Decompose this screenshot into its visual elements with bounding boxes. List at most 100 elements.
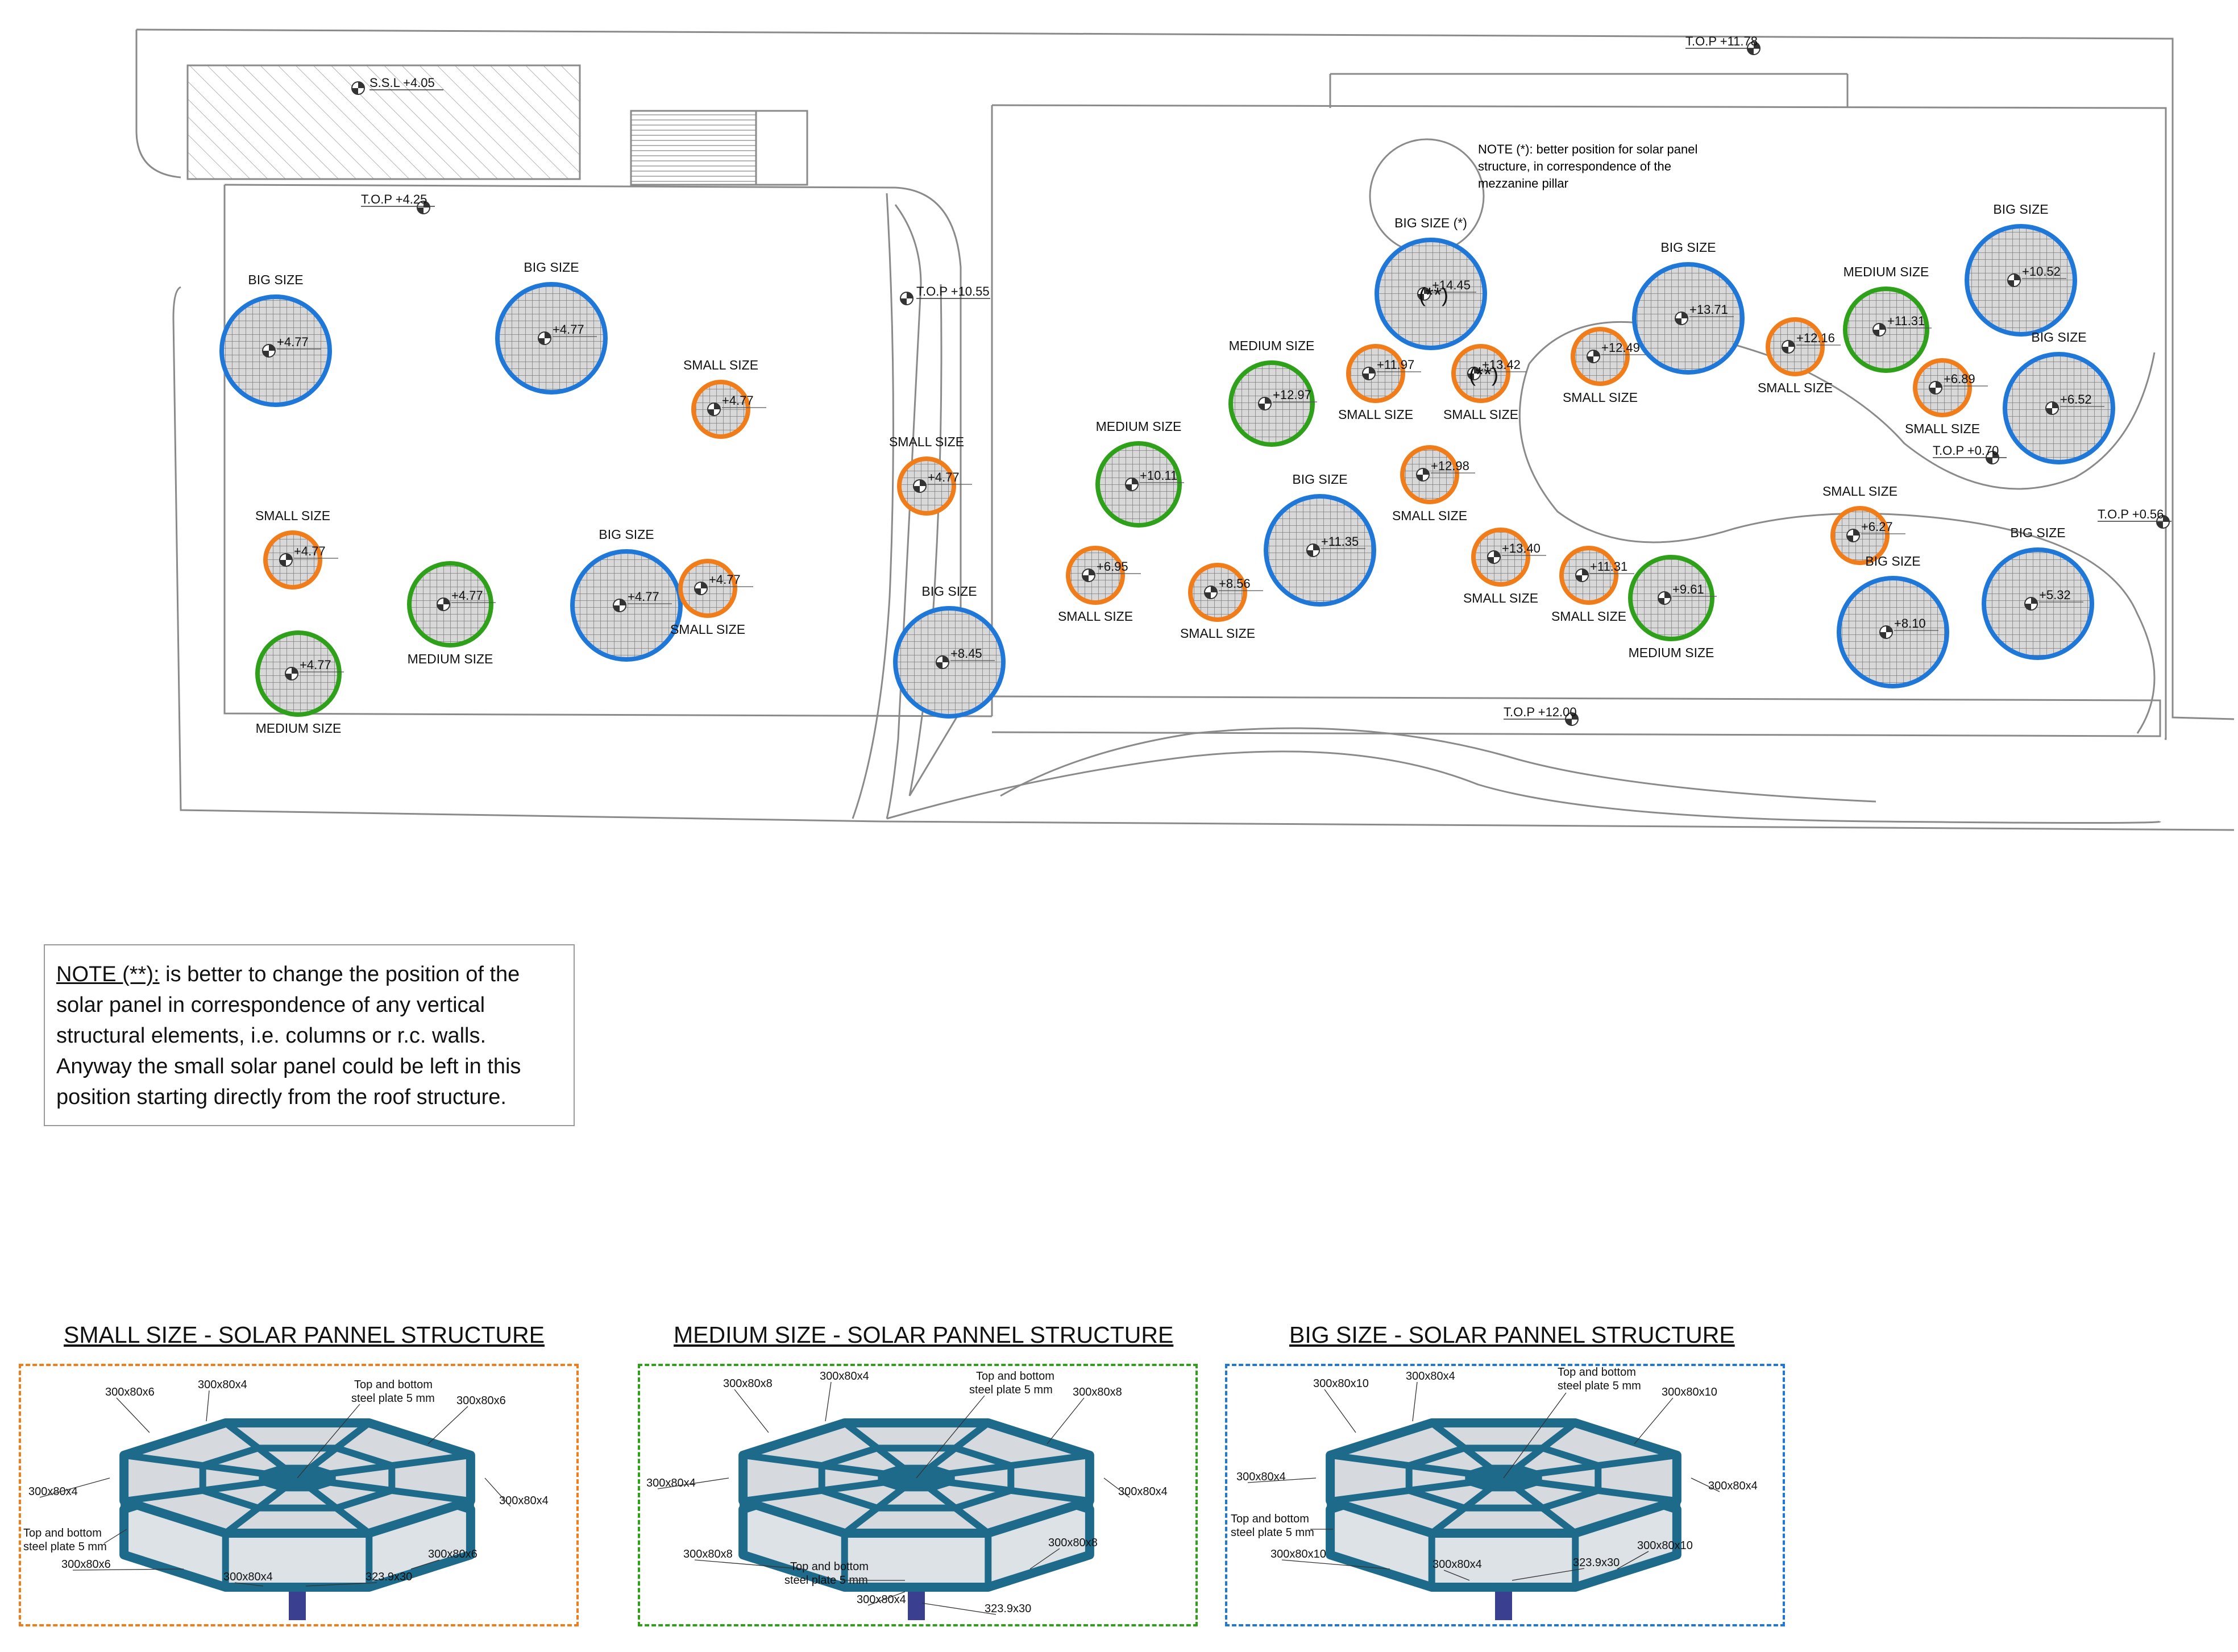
panel-elevation: +5.32 — [2039, 588, 2071, 602]
panel-elevation: +4.77 — [722, 393, 754, 408]
panel-size-label: SMALL SIZE — [1822, 484, 1897, 499]
panel-size-label: BIG SIZE — [1292, 472, 1347, 487]
panel-elevation: +13.71 — [1689, 302, 1728, 317]
panel-center-marker — [1575, 568, 1589, 582]
member-label: 323.9x30 — [985, 1603, 1031, 1615]
big-structure-frame — [1225, 1364, 1785, 1626]
member-label: steel plate 5 mm — [23, 1541, 107, 1553]
panel-elevation: +8.10 — [1894, 616, 1926, 630]
member-label: 323.9x30 — [366, 1571, 412, 1583]
panel-elevation: +9.61 — [1672, 582, 1704, 596]
member-label: 300x80x10 — [1270, 1548, 1326, 1560]
panel-elevation: +12.98 — [1431, 459, 1469, 473]
panel-size-label: BIG SIZE — [921, 584, 977, 599]
panel-size-label: MEDIUM SIZE — [256, 721, 342, 736]
member-label: 300x80x4 — [1708, 1480, 1758, 1492]
panel-elevation: +12.49 — [1601, 341, 1640, 355]
member-label: 300x80x6 — [61, 1558, 111, 1571]
panel-elevation: +11.97 — [1377, 358, 1414, 372]
solar-structure-2: 300x80x10 300x80x4 Top and bottom steel pla… — [1231, 1366, 1758, 1620]
panel-center-marker — [913, 479, 927, 493]
member-label: steel plate 5 mm — [784, 1574, 868, 1587]
panel-center-marker — [1587, 350, 1600, 363]
panel-center-marker — [2024, 597, 2038, 611]
hatched-terrace — [186, 64, 581, 180]
member-label: steel plate 5 mm — [1231, 1526, 1314, 1539]
panel-center-marker — [1204, 586, 1218, 599]
panel-center-marker — [1846, 529, 1860, 542]
panel-elevation: +4.77 — [294, 544, 326, 558]
level-marker-top_1200 — [1565, 712, 1579, 726]
panel-size-label: BIG SIZE — [1660, 240, 1716, 255]
member-label: 300x80x6 — [105, 1386, 155, 1398]
member-label: 300x80x4 — [499, 1495, 549, 1507]
panel-elevation: +4.77 — [928, 470, 960, 484]
member-label: steel plate 5 mm — [969, 1384, 1053, 1396]
panel-size-label: SMALL SIZE — [1338, 407, 1413, 422]
member-label: 300x80x4 — [1406, 1370, 1455, 1383]
panel-elevation: +4.77 — [277, 335, 309, 349]
member-label: 300x80x8 — [723, 1377, 773, 1390]
panel-center-marker — [1467, 367, 1481, 380]
panel-center-marker — [613, 599, 626, 612]
note-double-star-line-2: solar panel in correspondence of any ver… — [56, 993, 485, 1017]
panel-elevation: +4.77 — [709, 572, 741, 587]
big-structure-title: BIG SIZE - SOLAR PANNEL STRUCTURE — [1289, 1322, 1735, 1348]
panel-center-marker — [1416, 468, 1430, 482]
solar-panel-big: +13.71 BIG SIZE — [1632, 240, 1745, 375]
panel-size-label: MEDIUM SIZE — [1629, 645, 1714, 660]
panel-elevation: +4.77 — [553, 322, 584, 337]
panel-size-label: BIG SIZE — [1865, 554, 1920, 568]
member-label: 300x80x6 — [428, 1548, 478, 1560]
panel-center-marker — [1082, 568, 1095, 582]
member-label: Top and bottom — [23, 1527, 102, 1539]
panel-center-marker — [707, 402, 721, 416]
panel-center-marker — [437, 597, 450, 611]
panel-elevation: +13.42 — [1482, 358, 1521, 372]
member-label: 323.9x30 — [1573, 1556, 1620, 1569]
panel-size-label: SMALL SIZE — [1058, 609, 1133, 624]
level-label-top_1200: T.O.P +12.00 — [1504, 705, 1577, 719]
panel-size-label: BIG SIZE — [2031, 330, 2086, 344]
panel-elevation: +8.45 — [950, 646, 982, 661]
note-star-line-2: structure, in correspondence of the — [1478, 159, 1671, 173]
panel-center-marker — [285, 667, 298, 680]
note-double-star-line-4: Anyway the small solar panel could be le… — [56, 1055, 521, 1078]
panel-center-marker — [1258, 397, 1272, 410]
panel-center-marker — [1872, 323, 1886, 337]
panel-size-label: SMALL SIZE — [1758, 380, 1833, 395]
double-star-marker: (**) — [1419, 283, 1448, 306]
member-label: 300x80x4 — [820, 1370, 869, 1383]
member-label: 300x80x4 — [223, 1571, 273, 1583]
panel-center-marker — [1362, 367, 1376, 380]
stair-landing — [755, 110, 808, 186]
member-label: 300x80x10 — [1637, 1539, 1693, 1552]
panel-size-label: SMALL SIZE — [1563, 390, 1638, 405]
panel-elevation: +11.31 — [1590, 559, 1627, 574]
solar-panel-big: +8.10 BIG SIZE — [1837, 554, 1949, 688]
small-structure-title: SMALL SIZE - SOLAR PANNEL STRUCTURE — [64, 1322, 545, 1348]
member-label: 300x80x4 — [1433, 1558, 1482, 1571]
panel-elevation: +6.95 — [1097, 559, 1128, 574]
note-star-line-3: mezzanine pillar — [1478, 176, 1568, 190]
panel-center-marker — [694, 582, 708, 595]
level-marker-top_1055 — [900, 292, 914, 305]
member-label: 300x80x6 — [456, 1394, 506, 1407]
panel-elevation: +4.77 — [451, 588, 483, 603]
member-label: Top and bottom — [1558, 1366, 1636, 1379]
stair-block — [630, 110, 757, 186]
member-label: 300x80x10 — [1313, 1377, 1369, 1390]
panel-center-marker — [1306, 543, 1320, 557]
